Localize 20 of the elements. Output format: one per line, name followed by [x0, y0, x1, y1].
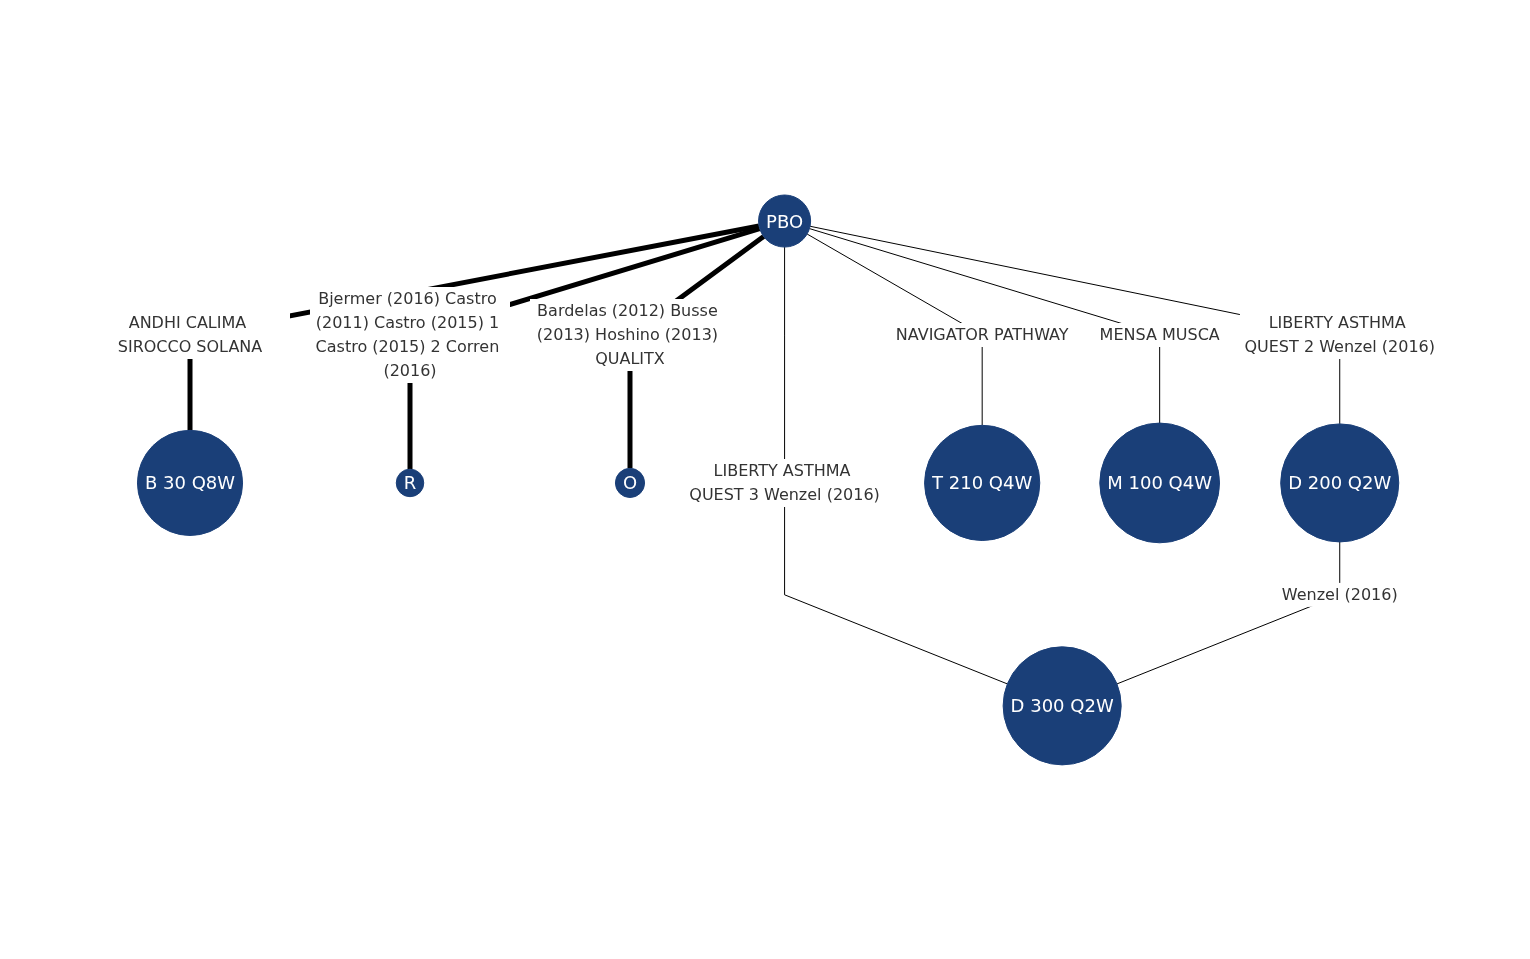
edge-label: Bardelas (2012) Busse (2013) Hoshino (2013) QUALITX	[536, 300, 719, 368]
connector	[784, 246, 1008, 684]
node-circle: PBO	[758, 194, 812, 248]
node-circle: B 30 Q8W	[137, 429, 244, 536]
edge-label: ANDHI CALIMA SIROCCO SOLANA	[117, 312, 263, 356]
edge-label: NAVIGATOR PATHWAY	[895, 324, 1069, 344]
edge-label: MENSA MUSCA	[1099, 324, 1220, 344]
edge-label: Wenzel (2016)	[1281, 584, 1398, 604]
connector	[809, 225, 1341, 424]
node-circle: R	[395, 468, 425, 497]
edge-label: LIBERTY ASTHMA QUEST 2 Wenzel (2016)	[1244, 312, 1436, 356]
edge-label: Bjermer (2016) Castro (2011) Castro (2015) 1 Castro (2015) 2 Corren (2016)	[315, 288, 500, 380]
connector	[809, 227, 1161, 424]
edge-label: LIBERTY ASTHMA QUEST 3 Wenzel (2016)	[689, 460, 880, 504]
connector	[407, 225, 761, 469]
node-circle: D 200 Q2W	[1280, 422, 1400, 543]
node-circle: M 100 Q4W	[1099, 422, 1221, 543]
node-circle: D 300 Q2W	[1002, 645, 1122, 765]
node-circle: O	[615, 467, 646, 498]
node-circle: T 210 Q4W	[924, 424, 1041, 541]
